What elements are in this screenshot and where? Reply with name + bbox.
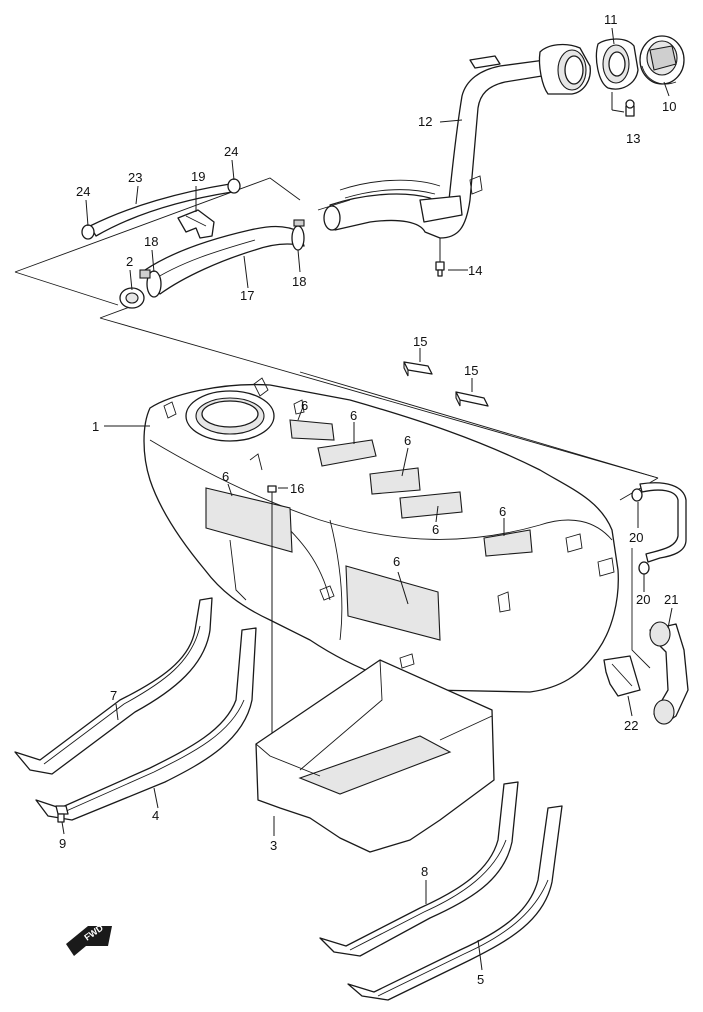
callout-6c: 6 (404, 433, 411, 448)
filler-neck-pipe[interactable] (317, 55, 549, 239)
callout-9: 9 (59, 836, 66, 851)
callout-6g: 6 (393, 554, 400, 569)
callout-8: 8 (421, 864, 428, 879)
callout-22: 22 (624, 718, 638, 733)
tank-strap-rear-inner[interactable] (319, 781, 519, 957)
callout-10: 10 (662, 99, 676, 114)
bolt-14[interactable] (435, 238, 445, 277)
forward-arrow-icon (66, 926, 112, 956)
callout-21: 21 (664, 592, 678, 607)
callout-13: 13 (626, 131, 640, 146)
filler-hose[interactable] (144, 225, 305, 295)
tank-protector[interactable] (255, 659, 495, 853)
vent-hose-clip-upper[interactable] (631, 488, 643, 502)
tank-pad-2[interactable] (455, 391, 489, 407)
tank-pad-1[interactable] (403, 361, 433, 377)
clip-bracket[interactable] (603, 655, 641, 697)
filler-ring[interactable] (595, 38, 639, 90)
callout-6f: 6 (499, 504, 506, 519)
leader-lines (61, 27, 673, 971)
callout-15b: 15 (464, 363, 478, 378)
callout-4: 4 (152, 808, 159, 823)
quick-connector-hose[interactable] (649, 621, 689, 725)
tank-strap-front-outer[interactable] (35, 627, 257, 821)
callout-15a: 15 (413, 334, 427, 349)
callout-24a: 24 (76, 184, 90, 199)
tank-strap-front-inner[interactable] (14, 597, 213, 775)
callout-14: 14 (468, 263, 482, 278)
callout-18b: 18 (292, 274, 306, 289)
hose-bracket[interactable] (177, 209, 215, 239)
bolt-9[interactable] (55, 805, 69, 823)
callout-labels: 1 2 3 4 5 6 6 6 6 6 6 6 7 8 9 10 11 12 1… (59, 12, 678, 987)
callout-24b: 24 (224, 144, 238, 159)
vent-hose[interactable] (639, 482, 687, 563)
hose-clamp-left[interactable] (139, 269, 162, 298)
callout-12: 12 (418, 114, 432, 129)
fuel-tank[interactable] (143, 377, 619, 693)
callout-6d: 6 (222, 469, 229, 484)
callout-6b: 6 (350, 408, 357, 423)
callout-17: 17 (240, 288, 254, 303)
callout-5: 5 (477, 972, 484, 987)
callout-18a: 18 (144, 234, 158, 249)
callout-1: 1 (92, 419, 99, 434)
callout-20b: 20 (636, 592, 650, 607)
hose-clamp-right[interactable] (291, 219, 305, 251)
callout-16: 16 (290, 481, 304, 496)
callout-3: 3 (270, 838, 277, 853)
hose-clip-left[interactable] (81, 224, 95, 240)
callout-6a: 6 (301, 398, 308, 413)
callout-20a: 20 (629, 530, 643, 545)
callout-19: 19 (191, 169, 205, 184)
bolt-16[interactable] (267, 485, 277, 750)
filler-neck-inlet[interactable] (538, 43, 591, 95)
tank-strap-rear-outer[interactable] (347, 805, 563, 1001)
vent-hose-clip-lower[interactable] (638, 561, 650, 575)
callout-11: 11 (604, 12, 618, 27)
hose-clip-right[interactable] (227, 178, 241, 194)
callout-7: 7 (110, 688, 117, 703)
fwd-badge: FWD (66, 922, 112, 956)
hose-connector[interactable] (119, 287, 145, 309)
screw-13[interactable] (611, 92, 635, 117)
callout-6e: 6 (432, 522, 439, 537)
fuel-cap[interactable] (639, 35, 685, 85)
callout-23: 23 (128, 170, 142, 185)
callout-2: 2 (126, 254, 133, 269)
